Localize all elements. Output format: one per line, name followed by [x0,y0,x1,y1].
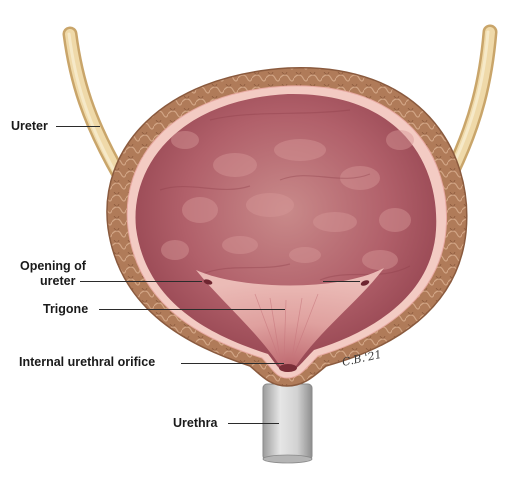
label-ureter: Ureter [11,119,48,133]
leader-opening-of-ureter-right [323,281,360,282]
left-ureter-opening [203,279,213,285]
right-ureter-opening [360,280,370,286]
leader-trigone [99,309,285,310]
trigone-region [196,268,384,366]
label-urethra: Urethra [173,416,218,430]
right-ureter [444,24,498,180]
label-opening-of-ureter-line1: Opening of [20,259,86,273]
leader-urethra [228,423,279,424]
bladder-lumen [135,93,437,372]
leader-opening-of-ureter-left [80,281,202,282]
leader-internal-urethral-orifice [181,363,284,364]
leader-ureter [56,126,100,127]
trigone-folds [254,293,319,361]
left-ureter [62,26,128,184]
internal-urethral-orifice [279,364,297,372]
label-internal-urethral-orifice: Internal urethral orifice [19,355,156,369]
label-trigone: Trigone [43,302,89,316]
urethra-tube [262,383,313,464]
label-opening-of-ureter-line2: ureter [40,274,76,288]
